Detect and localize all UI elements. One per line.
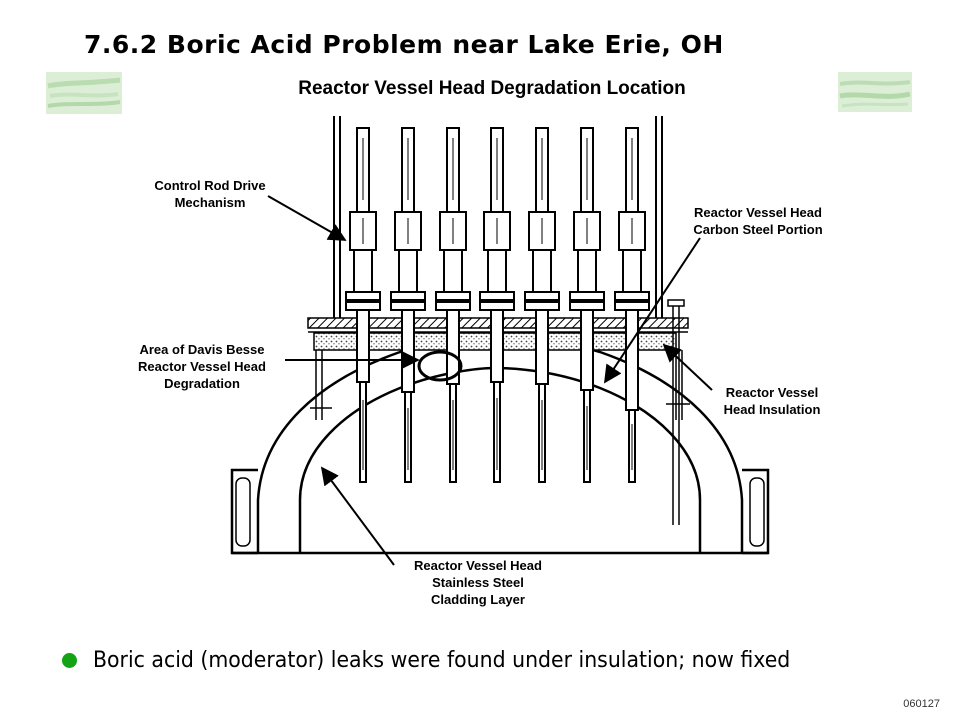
enclosure-frame — [333, 116, 663, 318]
side-supports — [310, 299, 690, 525]
diagram-title: Reactor Vessel Head Degradation Location — [298, 78, 686, 99]
label-davis-line1: Area of Davis Besse — [139, 342, 264, 357]
label-crdm-line1: Control Rod Drive — [154, 178, 265, 193]
crdm-nozzle — [435, 127, 471, 483]
slide-number: 060127 — [903, 698, 940, 710]
crdm-nozzle — [569, 127, 605, 483]
label-davis-line3: Degradation — [164, 376, 240, 391]
label-insulation-line1: Reactor Vessel — [726, 385, 819, 400]
slide-title: 7.6.2 Boric Acid Problem near Lake Erie,… — [84, 30, 724, 59]
label-cladding-line2: Stainless Steel — [432, 575, 524, 590]
label-carbon-line1: Reactor Vessel Head — [694, 205, 822, 220]
left-brush-decoration — [46, 72, 122, 114]
crdm-nozzles — [345, 127, 650, 483]
crdm-nozzle — [345, 127, 381, 483]
flange-studs — [235, 477, 765, 547]
crdm-nozzle — [614, 127, 650, 483]
right-brush-decoration — [838, 72, 912, 112]
label-insulation-line2: Head Insulation — [724, 402, 821, 417]
crdm-nozzle — [524, 127, 560, 483]
label-crdm-line2: Mechanism — [175, 195, 246, 210]
label-cladding-line1: Reactor Vessel Head — [414, 558, 542, 573]
bullet-text: Boric acid (moderator) leaks were found … — [93, 648, 791, 673]
label-davis-line2: Reactor Vessel Head — [138, 359, 266, 374]
bullet-dot-icon — [62, 653, 77, 668]
label-cladding-line3: Cladding Layer — [431, 592, 525, 607]
label-carbon-line2: Carbon Steel Portion — [693, 222, 822, 237]
bullet-item: Boric acid (moderator) leaks were found … — [62, 648, 843, 673]
crdm-nozzle — [479, 127, 515, 483]
crdm-nozzle — [390, 127, 426, 483]
leader-arrows — [267, 195, 713, 566]
